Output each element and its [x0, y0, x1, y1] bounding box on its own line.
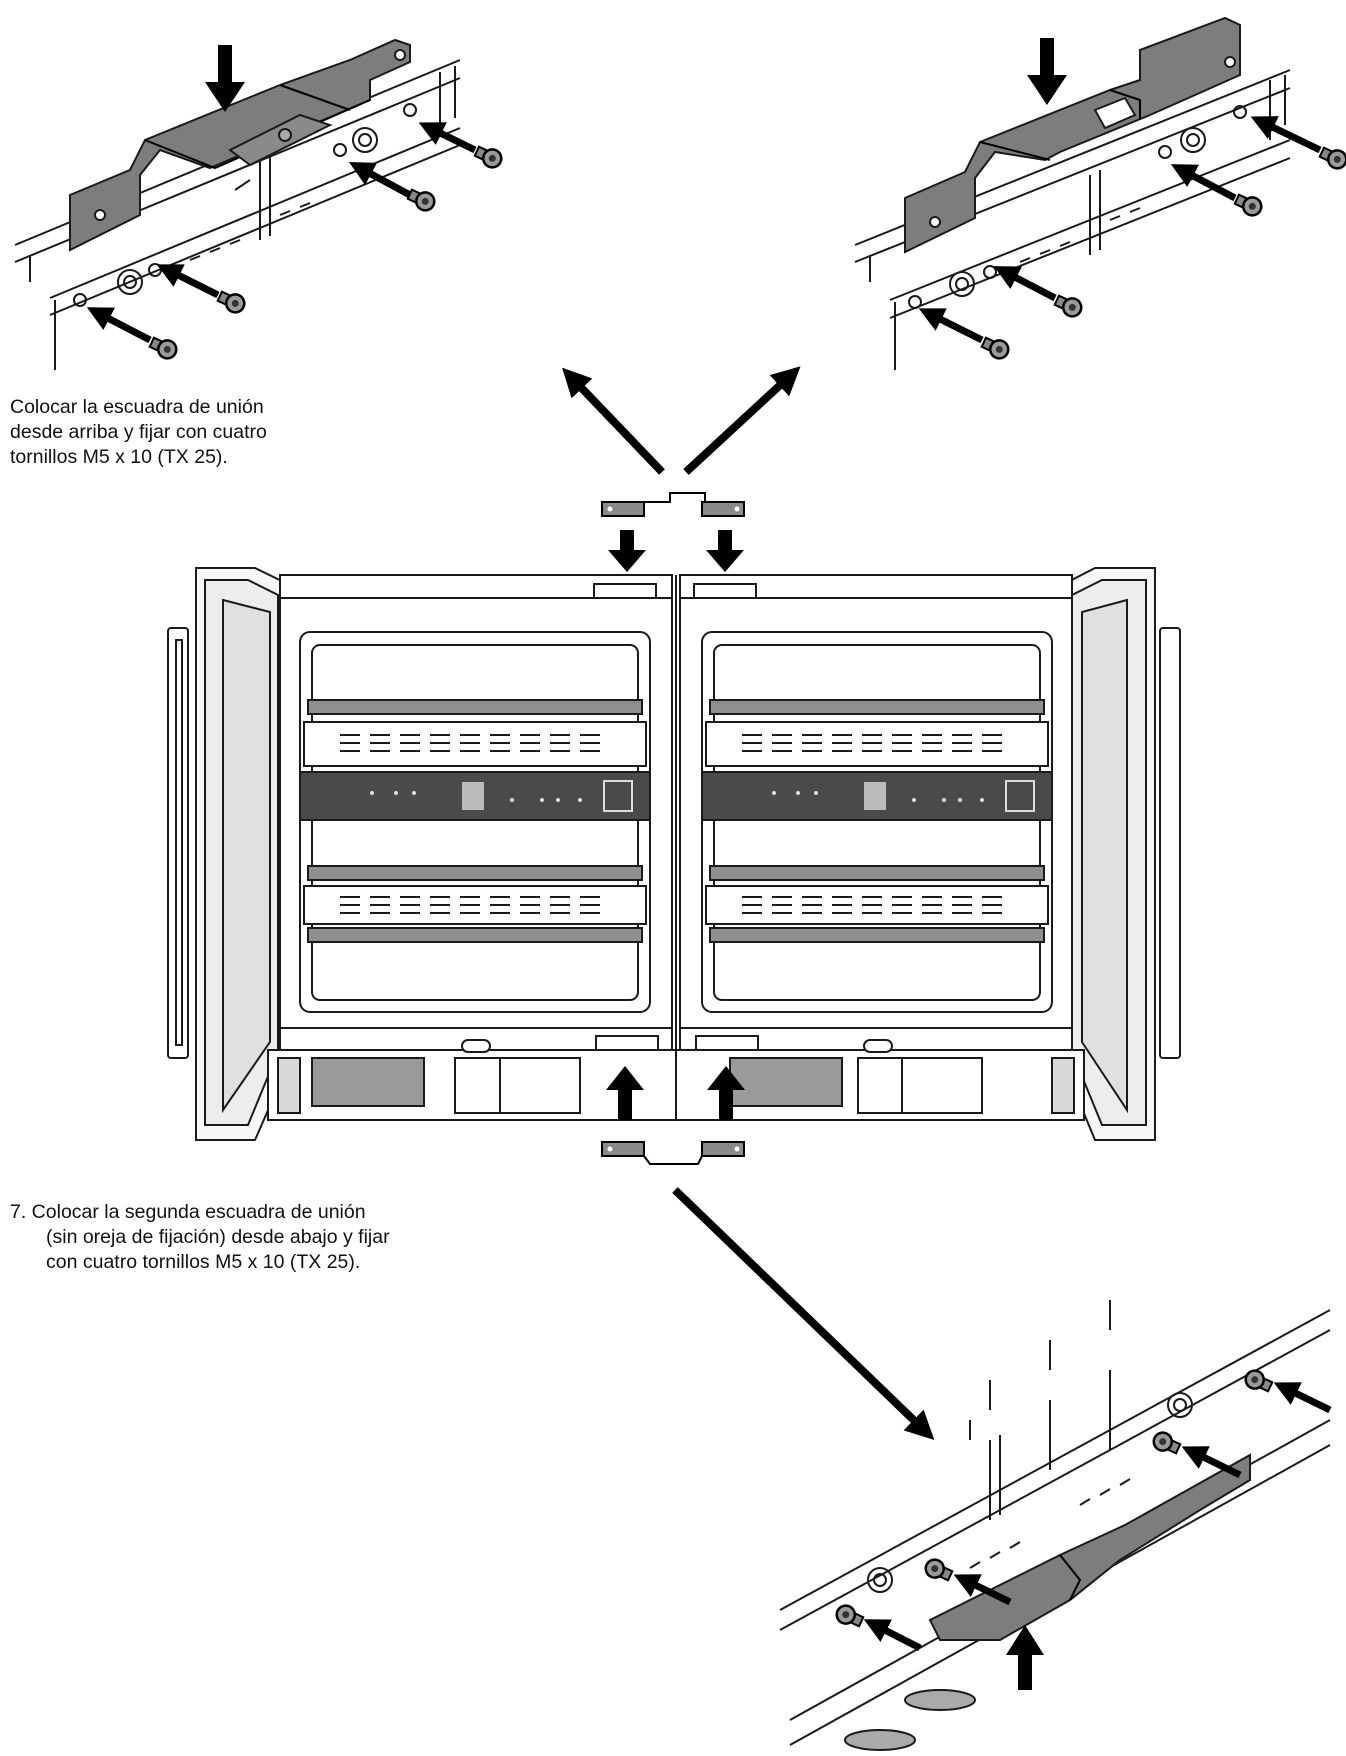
vent-grille-left	[311, 1057, 425, 1107]
joining-bracket-bottom	[928, 1453, 1251, 1641]
screw-arrows-top-left	[86, 122, 477, 344]
wine-cabinets	[167, 567, 1181, 1141]
bracket-icon-top	[601, 492, 745, 572]
caption-step-7-line-3: con cuatro tornillos M5 x 10 (TX 25).	[46, 1251, 361, 1273]
bracket-icon-bottom	[601, 1066, 745, 1165]
press-arrow-top-right	[1027, 38, 1067, 105]
caption-top-line-3: tornillos M5 x 10 (TX 25).	[10, 446, 228, 468]
screw-arrows-bottom-right	[863, 1382, 1332, 1652]
vent-grille-right	[729, 1057, 843, 1107]
push-arrow-bottom-right	[1006, 1625, 1044, 1690]
caption-top-line-1: Colocar la escuadra de unión	[10, 396, 264, 418]
detail-top-right	[854, 16, 1291, 370]
caption-step-7-line-2: (sin oreja de fijación) desde abajo y fi…	[46, 1226, 390, 1248]
caption-top-line-2: desde arriba y fijar con cuatro	[10, 421, 267, 443]
detail-top-left	[14, 38, 461, 370]
big-arrows	[562, 366, 935, 1440]
screw-arrows-top-right	[918, 116, 1322, 344]
detail-bottom-right	[779, 1300, 1331, 1751]
joining-bracket-top-right	[904, 16, 1241, 254]
press-arrow-top-left	[205, 45, 245, 112]
caption-step-7: 7. Colocar la segunda escuadra de unión …	[10, 1200, 390, 1275]
screws-top-right	[978, 142, 1346, 363]
caption-step-7-line-1: 7. Colocar la segunda escuadra de unión	[10, 1201, 366, 1223]
caption-top: Colocar la escuadra de unión desde arrib…	[10, 395, 267, 470]
